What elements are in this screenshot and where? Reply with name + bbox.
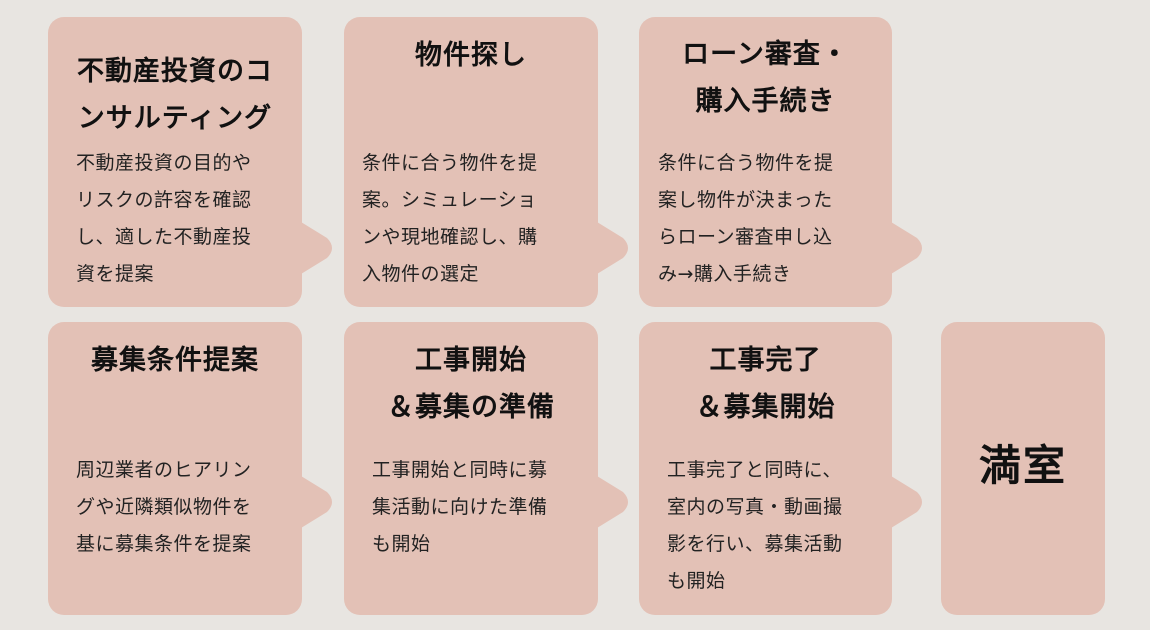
arrow-right-icon (597, 222, 633, 274)
step-box-loan-purchase: ローン審査・ 購入手続き 条件に合う物件を提 案し物件が決まった らローン審査申… (639, 17, 892, 307)
arrow-right-icon (301, 222, 337, 274)
arrow-right-icon (301, 476, 337, 528)
step-title: 募集条件提案 (91, 345, 259, 376)
step-description: 条件に合う物件を提 案。シミュレーショ ンや現地確認し、購 入物件の選定 (362, 152, 538, 285)
step-title: 工事開始 ＆募集の準備 (387, 345, 555, 423)
step-box-consulting: 不動産投資のコ ンサルティング 不動産投資の目的や リスクの許容を確認 し、適し… (48, 17, 302, 307)
step-box-property-search: 物件探し 条件に合う物件を提 案。シミュレーショ ンや現地確認し、購 入物件の選… (344, 17, 598, 307)
step-description: 工事完了と同時に、 室内の写真・動画撮 影を行い、募集活動 も開始 (667, 459, 843, 592)
step-description: 工事開始と同時に募 集活動に向けた準備 も開始 (372, 459, 548, 555)
arrow-right-icon (597, 476, 633, 528)
step-description: 周辺業者のヒアリン グや近隣類似物件を 基に募集条件を提案 (76, 459, 252, 555)
step-title: ローン審査・ 購入手続き (682, 39, 849, 117)
step-description: 不動産投資の目的や リスクの許容を確認 し、適した不動産投 資を提案 (76, 152, 252, 285)
step-title: 不動産投資のコ ンサルティング (77, 56, 273, 134)
step-box-full-occupancy: 満室 (941, 322, 1105, 615)
final-step-title: 満室 (978, 441, 1067, 490)
arrow-right-icon (891, 476, 927, 528)
step-box-construction-complete: 工事完了 ＆募集開始 工事完了と同時に、 室内の写真・動画撮 影を行い、募集活動… (639, 322, 892, 615)
step-box-construction-start: 工事開始 ＆募集の準備 工事開始と同時に募 集活動に向けた準備 も開始 (344, 322, 598, 615)
arrow-right-icon (891, 222, 927, 274)
step-title: 工事完了 ＆募集開始 (695, 345, 836, 423)
step-title: 物件探し (415, 40, 527, 71)
step-box-recruitment-proposal: 募集条件提案 周辺業者のヒアリン グや近隣類似物件を 基に募集条件を提案 (48, 322, 302, 615)
step-description: 条件に合う物件を提 案し物件が決まった らローン審査申し込 み→購入手続き (658, 152, 834, 285)
